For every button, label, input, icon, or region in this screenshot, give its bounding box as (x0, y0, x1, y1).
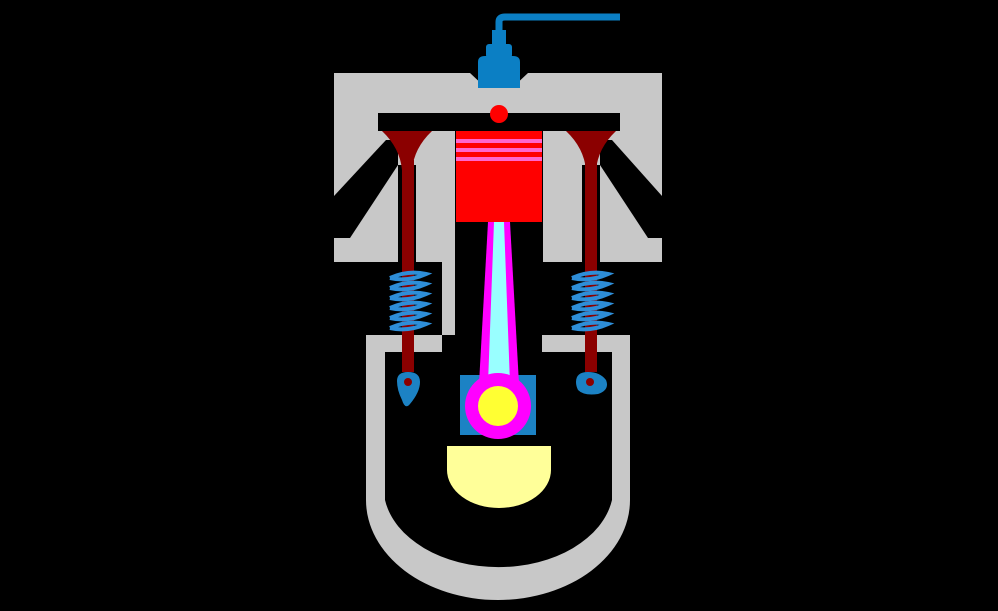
piston-ring (456, 139, 542, 143)
spring-coil (571, 320, 615, 332)
exhaust-port (600, 140, 662, 238)
spark-plug-body (478, 56, 520, 88)
spark-plug-neck (492, 30, 506, 44)
intake-cam-axle (404, 378, 412, 386)
exhaust-cam-axle (586, 378, 594, 386)
spring-coil (389, 270, 433, 282)
exhaust-camshaft (576, 372, 607, 395)
crank-pin (478, 386, 518, 426)
intake-port (334, 140, 398, 238)
spring-coil (571, 290, 615, 302)
spring-coil (389, 310, 433, 322)
connecting-rod (465, 222, 531, 439)
spring-coil (571, 280, 615, 292)
exhaust-valve-stem (585, 160, 597, 372)
piston (456, 131, 542, 222)
exhaust-valve-head (566, 131, 616, 170)
piston-ring (456, 157, 542, 161)
spring-coil (389, 320, 433, 332)
piston-body (456, 131, 542, 222)
piston-ring (456, 148, 542, 152)
spring-coil (571, 300, 615, 312)
intake-camshaft (397, 372, 420, 407)
spring-coil (389, 300, 433, 312)
spring-coil (389, 290, 433, 302)
intake-valve-stem (402, 160, 414, 372)
spark-icon (490, 105, 508, 123)
spring-coil (389, 280, 433, 292)
intake-cam-lobe (397, 372, 420, 407)
spark-plug (478, 13, 620, 123)
spring-coil (571, 270, 615, 282)
piston-rings (456, 139, 542, 161)
exhaust-valve-spring (571, 270, 615, 332)
intake-valve-head (382, 131, 432, 170)
intake-valve-spring (389, 270, 433, 332)
spark-plug-collar (486, 44, 512, 58)
crank-counterweight (447, 446, 551, 508)
spring-coil (571, 310, 615, 322)
connecting-rod-inner (488, 222, 510, 384)
spark-plug-wire (495, 13, 620, 40)
